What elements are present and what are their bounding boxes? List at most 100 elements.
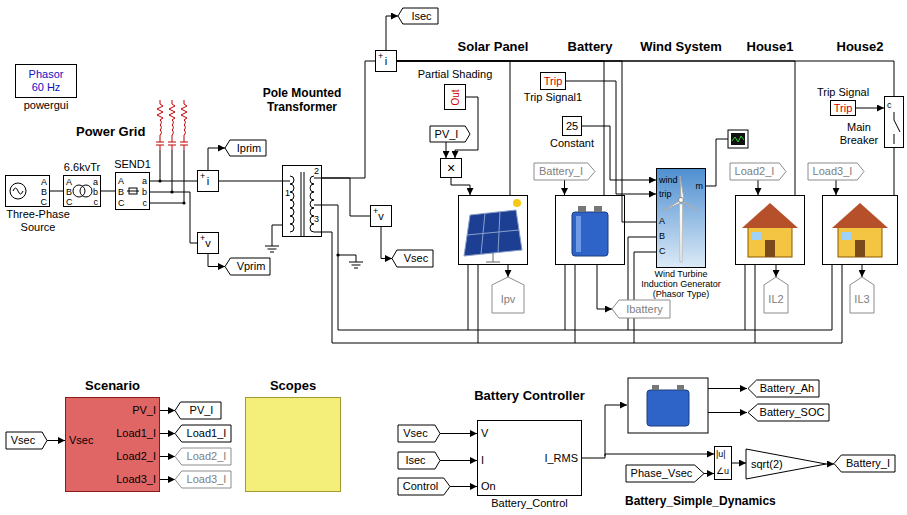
block-text: i (207, 175, 209, 188)
wire (208, 148, 225, 170)
current-meter: +i (375, 50, 397, 72)
transformer-symbol (80, 185, 92, 197)
from-tag: Load3_I (808, 163, 864, 180)
outline (808, 163, 864, 180)
wire (397, 61, 656, 222)
solar-panel-picture (467, 211, 519, 254)
breaker-symbol (894, 112, 900, 144)
goto-tag: IL2 (764, 277, 788, 313)
port-label: + (378, 51, 383, 61)
wire (160, 456, 175, 457)
port-label: A (66, 177, 72, 187)
block-text: Out (449, 89, 462, 105)
scope-symbol (728, 130, 748, 148)
from-tag: Load2_I (730, 163, 786, 180)
junction-dot (182, 201, 185, 204)
block-heading: 6.6kvTr (64, 161, 100, 174)
goto-tag: Isec (398, 8, 438, 24)
port-label: + (200, 233, 205, 243)
block-text: IL2 (768, 293, 783, 306)
battery-dynamics-block (628, 378, 708, 433)
battery-picture (576, 216, 581, 252)
goto-tag: Ipv (492, 277, 524, 313)
outline (492, 277, 524, 313)
ground-symbol (349, 262, 363, 268)
solar-panel-picture (464, 199, 522, 262)
block-heading: SEND1 (114, 158, 151, 171)
constant-block: 25Constant (562, 116, 582, 136)
block-name: Trip Signal1 (524, 91, 582, 104)
transformer-coils (282, 172, 322, 236)
block-text: i (385, 55, 387, 68)
outline (6, 432, 47, 449)
block-text: v (205, 237, 211, 250)
goto-tag: Load3_I (175, 471, 231, 488)
wind-turbine-picture (657, 169, 705, 267)
block-text: Trip (834, 102, 853, 115)
goto-tag: PV_I (175, 402, 221, 419)
block-text: Load3_I (187, 473, 227, 486)
wire (322, 61, 375, 178)
polar-to-complex: |u|∠u (714, 446, 732, 480)
port-label: 1 (285, 188, 290, 198)
house-picture (742, 203, 888, 257)
transformer-block: ABCabc6.6kvTr (63, 175, 101, 207)
source-symbol (10, 183, 26, 199)
block-text: Load2_I (187, 450, 227, 463)
wire (219, 181, 282, 182)
battery-picture (572, 212, 608, 256)
outline (746, 449, 826, 479)
wire (150, 181, 197, 182)
block-name: Battery_Control (491, 497, 567, 510)
junction-dot (170, 190, 173, 193)
house-picture (855, 240, 865, 257)
block-text: Phase_Vsec (631, 467, 693, 480)
block-name: Constant (550, 137, 594, 150)
wire (564, 180, 565, 195)
block-text: Battery_SOC (760, 406, 825, 419)
block-text: Load2_I (735, 165, 775, 178)
block-text: Ipv (501, 293, 516, 306)
house-picture (752, 232, 761, 240)
port-label: |u| (716, 449, 726, 459)
block-text: Iprim (237, 142, 261, 155)
source-symbol (10, 183, 26, 199)
port-label: Main Breaker (837, 121, 881, 147)
outline (430, 126, 470, 142)
port-label: Load3_I (116, 473, 156, 486)
wire (732, 463, 746, 464)
wire (704, 473, 714, 474)
from-tag: Isec (398, 452, 440, 469)
battery-picture (572, 206, 608, 256)
solar-panel: Solar Panel (458, 195, 528, 265)
wire (440, 433, 477, 434)
wire (47, 440, 65, 441)
wire (101, 191, 115, 192)
port-label: B (118, 187, 124, 197)
port-label: A (118, 176, 124, 186)
block-text: Phasor 60 Hz (24, 68, 68, 94)
wire (597, 265, 612, 309)
wire (386, 16, 398, 50)
scope-symbol (732, 136, 744, 142)
port-label: Vsec (69, 434, 93, 447)
from-tag: PV_I (430, 126, 470, 142)
outline (612, 300, 670, 318)
block-heading: Trip Signal (817, 86, 869, 99)
port-label: C (659, 246, 666, 256)
block-text: Battery_I (846, 457, 890, 470)
house-picture (842, 232, 851, 240)
wire (397, 61, 604, 195)
wire (440, 460, 477, 461)
outline (225, 140, 266, 156)
goto-tag: Vsec (392, 250, 433, 267)
outline (398, 8, 438, 24)
breaker-block: cMain Breaker (884, 96, 904, 148)
house-picture (748, 225, 792, 257)
powergui-block: Phasor 60 Hzpowergui (15, 64, 77, 98)
rlc-branch (168, 100, 176, 150)
outline (175, 425, 231, 442)
solar-panel-picture (486, 253, 500, 262)
block-text: Battery_Ah (760, 382, 814, 395)
block-heading: Scenario (85, 378, 140, 393)
